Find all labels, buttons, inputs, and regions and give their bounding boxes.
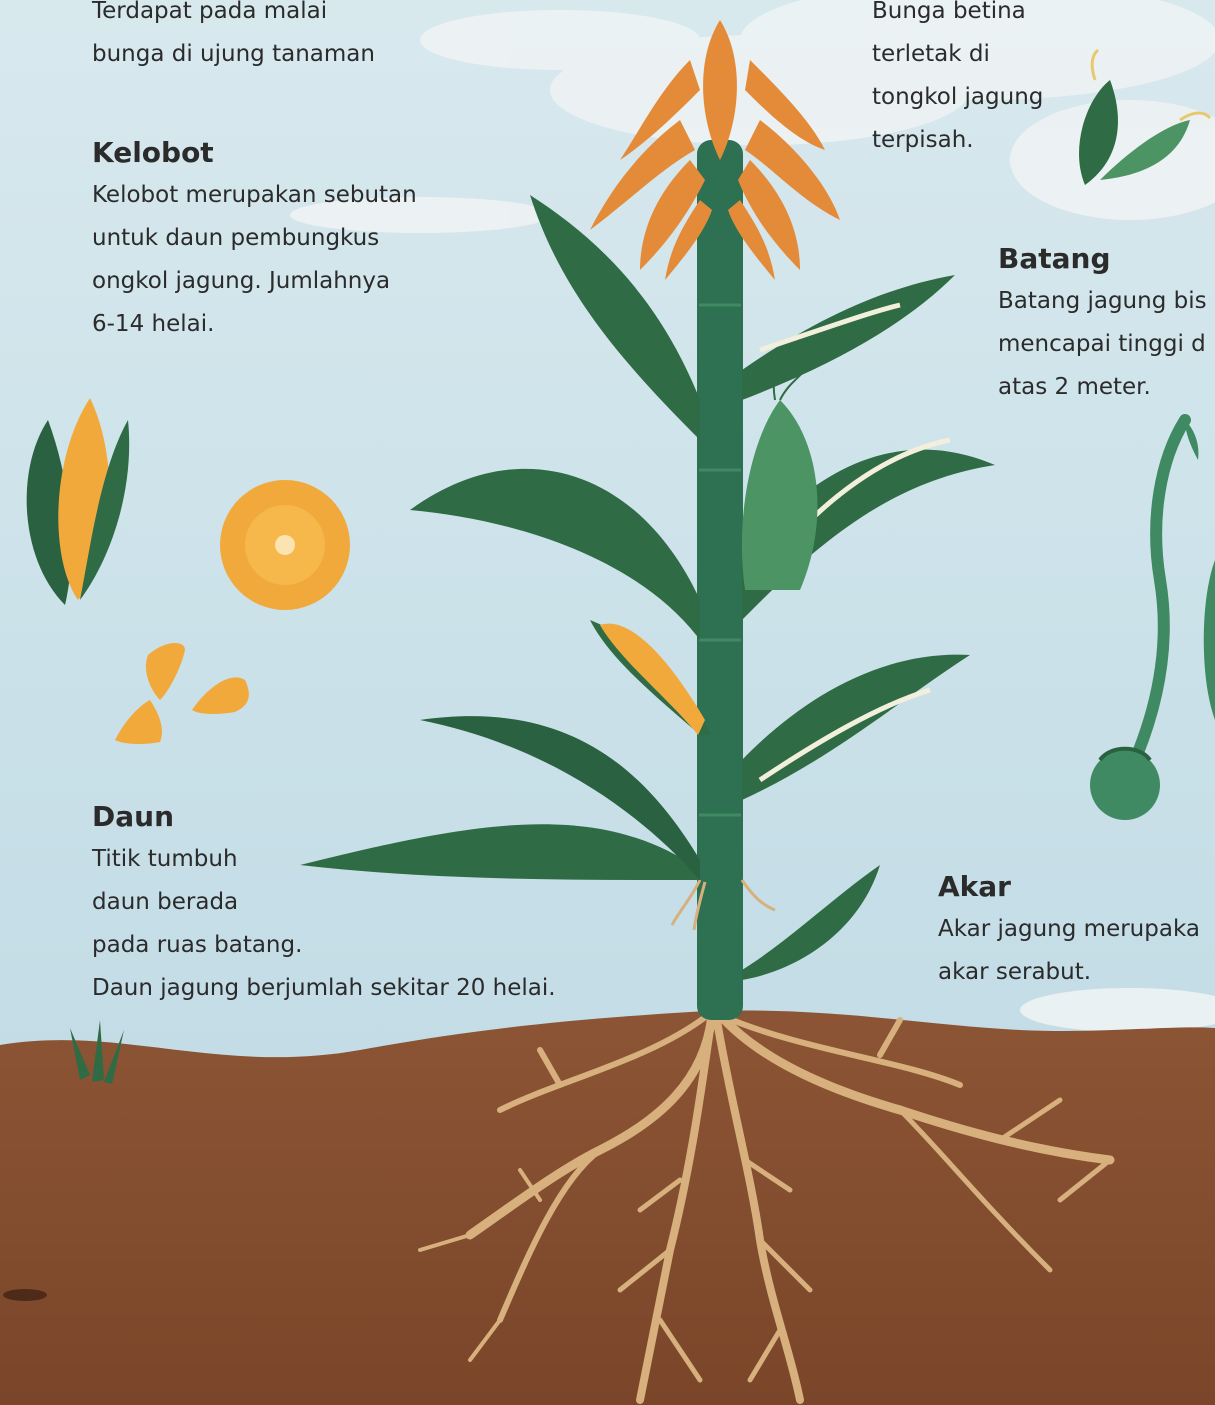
label-daun-heading: Daun xyxy=(92,796,556,838)
label-malai-line: bunga di ujung tanaman xyxy=(92,33,375,76)
label-daun: Daun Titik tumbuh daun berada pada ruas … xyxy=(92,796,556,1010)
label-kelobot-line: ongkol jagung. Jumlahnya xyxy=(92,260,417,303)
label-malai: Terdapat pada malai bunga di ujung tanam… xyxy=(92,0,375,76)
label-kelobot-line: 6-14 helai. xyxy=(92,303,417,346)
label-akar-line: akar serabut. xyxy=(938,951,1200,994)
label-batang-line: Batang jagung bis xyxy=(998,280,1207,323)
label-bunga-betina-line: terpisah. xyxy=(872,119,1043,162)
label-akar: Akar Akar jagung merupaka akar serabut. xyxy=(938,866,1200,994)
label-akar-heading: Akar xyxy=(938,866,1200,908)
label-bunga-betina: Bunga betina terletak di tongkol jagung … xyxy=(872,0,1043,162)
label-daun-line: pada ruas batang. xyxy=(92,924,556,967)
label-daun-line: Titik tumbuh xyxy=(92,838,556,881)
label-batang-line: atas 2 meter. xyxy=(998,366,1207,409)
corn-cross-section-illustration xyxy=(220,480,350,610)
label-batang-heading: Batang xyxy=(998,238,1207,280)
label-kelobot: Kelobot Kelobot merupakan sebutan untuk … xyxy=(92,132,417,346)
label-kelobot-heading: Kelobot xyxy=(92,132,417,174)
label-daun-line: Daun jagung berjumlah sekitar 20 helai. xyxy=(92,967,556,1010)
soil-pebble xyxy=(3,1289,47,1301)
label-bunga-betina-line: terletak di xyxy=(872,33,1043,76)
label-batang: Batang Batang jagung bis mencapai tinggi… xyxy=(998,238,1207,409)
label-daun-line: daun berada xyxy=(92,881,556,924)
label-kelobot-line: Kelobot merupakan sebutan xyxy=(92,174,417,217)
label-bunga-betina-line: Bunga betina xyxy=(872,0,1043,33)
label-bunga-betina-line: tongkol jagung xyxy=(872,76,1043,119)
label-kelobot-line: untuk daun pembungkus xyxy=(92,217,417,260)
label-malai-line: Terdapat pada malai xyxy=(92,0,375,33)
label-batang-line: mencapai tinggi d xyxy=(998,323,1207,366)
label-akar-line: Akar jagung merupaka xyxy=(938,908,1200,951)
